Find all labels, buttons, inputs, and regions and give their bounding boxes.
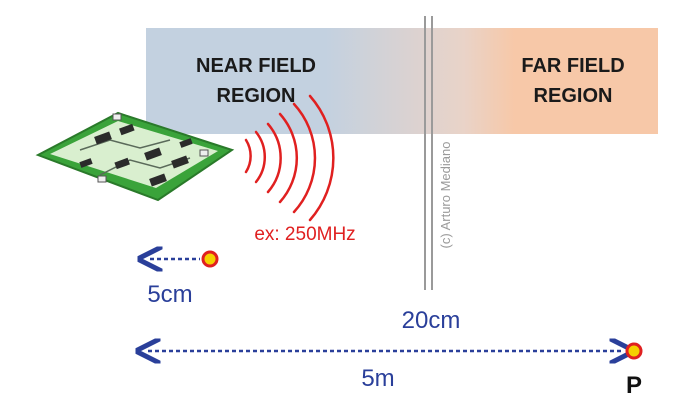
near-distance-label: 5cm <box>147 281 192 308</box>
copyright-text: (c) Arturo Mediano <box>438 142 453 249</box>
near-field-label-line1: NEAR FIELD <box>196 55 316 77</box>
region-band <box>146 28 658 134</box>
radiation-waves <box>244 94 335 222</box>
boundary-distance-label: 20cm <box>402 307 461 334</box>
point-p-label: P <box>626 372 642 399</box>
boundary-line <box>424 16 433 290</box>
far-distance-label: 5m <box>361 365 394 392</box>
far-observation-point <box>625 342 643 360</box>
far-field-label-line2: REGION <box>534 85 613 107</box>
pcb-components <box>79 123 193 187</box>
pcb-board <box>35 111 235 202</box>
frequency-label: ex: 250MHz <box>254 224 355 245</box>
near-observation-point <box>201 250 219 268</box>
far-field-label-line1: FAR FIELD <box>521 55 624 77</box>
near-field-label-line2: REGION <box>217 85 296 107</box>
